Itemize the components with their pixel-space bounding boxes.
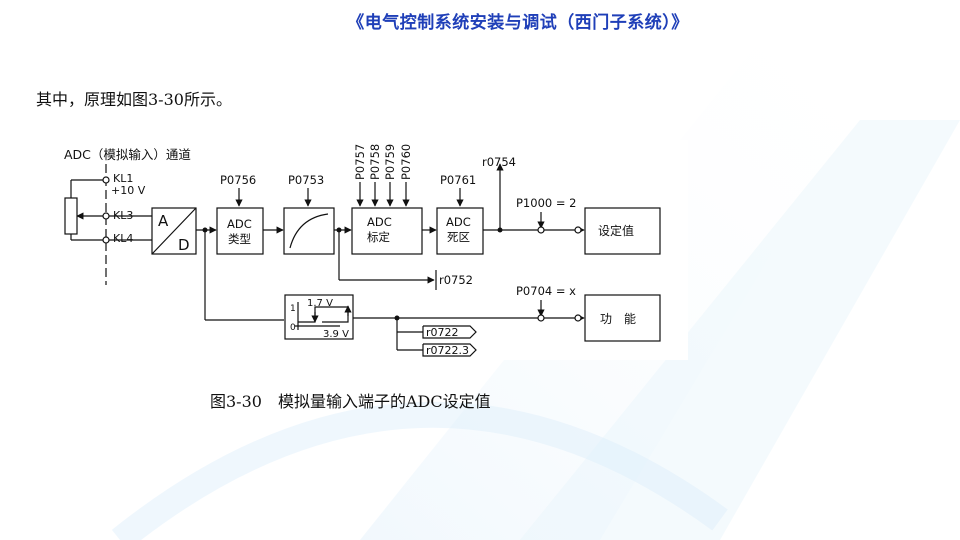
adc-deadzone-label-1: ADC <box>446 215 471 229</box>
param-p0756: P0756 <box>220 173 256 187</box>
hysteresis-1v7: 1.7 V <box>307 298 333 309</box>
param-p0761: P0761 <box>440 173 476 187</box>
param-p0704: P0704 = x <box>516 284 576 298</box>
setpoint-label: 设定值 <box>598 223 634 238</box>
terminal-kl1 <box>102 176 110 184</box>
param-p0760: P0760 <box>399 144 413 180</box>
hysteresis-level-1: 1 <box>290 304 296 314</box>
adc-scaling-label-1: ADC <box>367 215 392 229</box>
junction-dot <box>394 315 400 321</box>
ad-converter-block <box>151 207 197 255</box>
param-r0754: r0754 <box>482 155 516 169</box>
label-kl3: KL3 <box>113 209 133 222</box>
adc-deadzone-label-2: 死区 <box>447 230 470 244</box>
param-p1000: P1000 = 2 <box>516 196 576 210</box>
hysteresis-block <box>284 294 354 340</box>
potentiometer <box>64 197 78 235</box>
adc-curve-block <box>283 207 335 255</box>
function-label: 功 能 <box>600 312 636 326</box>
switch-contact <box>574 314 582 322</box>
param-r07223: r0722.3 <box>426 344 469 357</box>
adc-channel-diagram: ADC（模拟输入）通道 KL1 +10 V KL3 KL4 A D P0756 … <box>64 144 661 357</box>
terminal-kl3 <box>102 212 110 220</box>
intro-text: 其中，原理如图3-30所示。 <box>36 90 232 109</box>
adc-type-label-2: 类型 <box>228 232 251 246</box>
param-p0759: P0759 <box>383 144 397 180</box>
hysteresis-3v9: 3.9 V <box>323 329 349 340</box>
ad-label-d: D <box>178 236 190 254</box>
switch-contact <box>537 226 545 234</box>
label-plus10v: +10 V <box>111 184 146 197</box>
junction-dot <box>336 227 342 233</box>
hysteresis-level-0: 0 <box>290 323 296 333</box>
adc-type-label-1: ADC <box>227 217 252 231</box>
junction-dot <box>497 227 503 233</box>
junction-dot <box>202 227 208 233</box>
label-kl4: KL4 <box>113 232 133 245</box>
document-header: 《电气控制系统安装与调试（西门子系统）》 <box>347 13 689 33</box>
param-p0753: P0753 <box>288 173 324 187</box>
switch-contact <box>537 314 545 322</box>
param-r0752: r0752 <box>439 273 473 287</box>
switch-contact <box>574 226 582 234</box>
param-p0758: P0758 <box>368 144 382 180</box>
function-block <box>584 294 661 342</box>
adc-scaling-block <box>351 207 423 255</box>
adc-scaling-label-2: 标定 <box>367 230 390 244</box>
setpoint-block <box>584 207 661 255</box>
label-kl1: KL1 <box>113 172 133 185</box>
adc-diagram-panel: ADC（模拟输入）通道 KL1 +10 V KL3 KL4 A D P0756 … <box>30 140 688 360</box>
figure-caption: 图3-30 模拟量输入端子的ADC设定值 <box>210 392 491 411</box>
adc-deadzone-block <box>436 207 484 255</box>
param-p0757: P0757 <box>353 144 367 180</box>
terminal-kl4 <box>102 236 110 244</box>
param-r0722: r0722 <box>426 326 459 339</box>
diagram-title: ADC（模拟输入）通道 <box>64 147 191 162</box>
adc-type-block <box>216 207 264 255</box>
ad-label-a: A <box>158 212 169 230</box>
